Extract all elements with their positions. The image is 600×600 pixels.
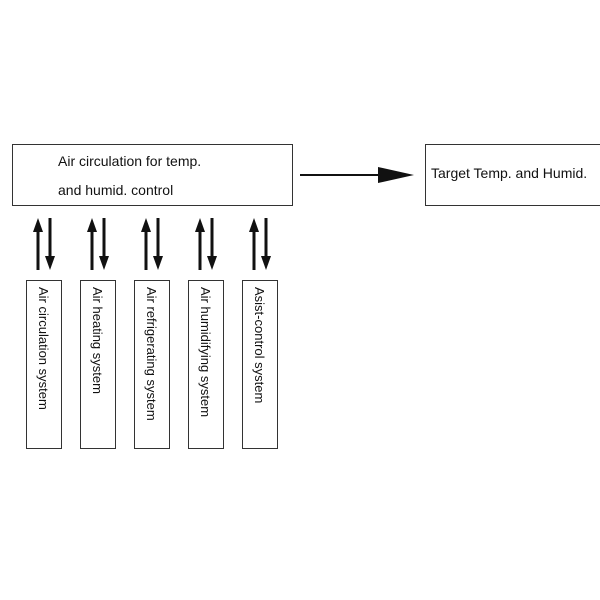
control-process-label-line1: Air circulation for temp. [58, 153, 202, 169]
subsystem-air-humidifying: Air humidifying system [188, 280, 224, 449]
subsystem-air-refrigerating: Air refrigerating system [134, 280, 170, 449]
target-box: Target Temp. and Humid. [425, 144, 600, 206]
bidirectional-arrow-4 [195, 218, 217, 270]
up-arrow-head [195, 218, 205, 232]
down-arrow-head [99, 256, 109, 270]
control-process-box: Air circulation for temp. and humid. con… [12, 144, 293, 206]
target-label: Target Temp. and Humid. [431, 165, 588, 181]
down-arrow-head [45, 256, 55, 270]
subsystem-label: Air humidifying system [198, 287, 213, 418]
bidirectional-arrow-5 [249, 218, 271, 270]
subsystem-air-circulation: Air circulation system [26, 280, 62, 449]
up-arrow-head [249, 218, 259, 232]
bidirectional-arrow-2 [87, 218, 109, 270]
subsystem-label: Asist-control system [252, 287, 267, 404]
subsystem-label: Air heating system [90, 287, 105, 394]
control-process-label-line2: and humid. control [58, 182, 174, 198]
up-arrow-head [33, 218, 43, 232]
up-arrow-head [141, 218, 151, 232]
subsystem-label: Air circulation system [36, 287, 51, 410]
subsystem-label: Air refrigerating system [144, 287, 159, 421]
up-arrow-head [87, 218, 97, 232]
flow-arrow-right [300, 167, 414, 183]
bidirectional-arrow-3 [141, 218, 163, 270]
down-arrow-head [153, 256, 163, 270]
down-arrow-head [207, 256, 217, 270]
subsystem-asist-control: Asist-control system [242, 280, 278, 449]
bidirectional-arrow-1 [33, 218, 55, 270]
subsystem-air-heating: Air heating system [80, 280, 116, 449]
down-arrow-head [261, 256, 271, 270]
